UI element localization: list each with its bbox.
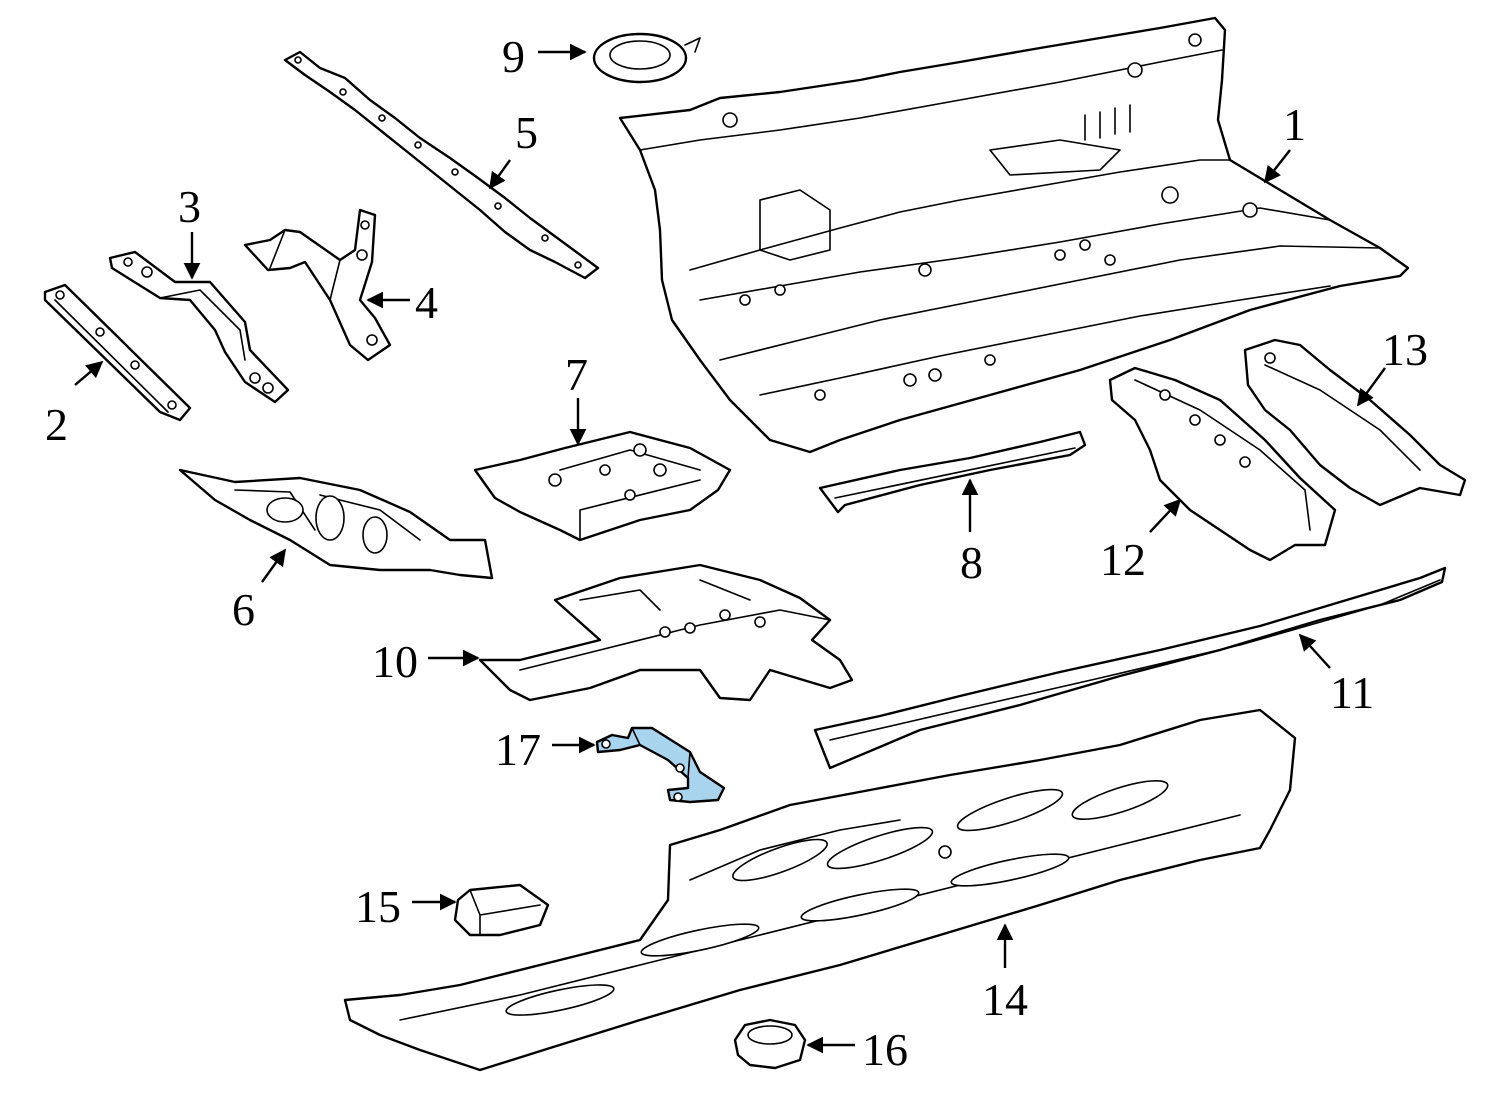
leader-5 [489,159,511,190]
callout-10: 10 [372,636,418,687]
callout-15: 15 [355,881,401,932]
leader-lines [74,43,1386,1054]
callout-13: 13 [1382,324,1428,375]
leader-12 [1149,498,1182,533]
part-6-floor-section[interactable] [178,468,494,580]
part-5-reinforcement-strip[interactable] [283,50,600,280]
callout-17: 17 [495,724,541,775]
callout-3: 3 [178,181,201,232]
part-14-underbody-panel[interactable] [343,708,1297,1072]
part-2-bracket[interactable] [43,283,192,422]
callout-2: 2 [45,399,68,450]
callout-9: 9 [502,31,525,82]
callout-6: 6 [232,584,255,635]
callout-7: 7 [565,349,588,400]
callout-14: 14 [982,974,1028,1025]
part-16-plug[interactable] [733,1018,807,1070]
leader-1 [1263,149,1291,184]
callout-4: 4 [415,277,438,328]
callout-12: 12 [1100,534,1146,585]
part-17-bracket[interactable] [595,726,726,804]
callout-1: 1 [1283,99,1306,150]
part-13-rail[interactable] [1243,338,1467,507]
callout-labels: 1 2 3 4 5 6 7 8 9 10 11 12 13 14 15 16 1… [45,31,1428,1075]
callout-5: 5 [515,107,538,158]
part-8-crossmember[interactable] [818,430,1087,514]
part-4-bracket[interactable] [243,208,392,362]
leader-13 [1357,367,1386,407]
part-10-floor-section[interactable] [478,563,854,702]
callout-8: 8 [960,537,983,588]
part-12-rail[interactable] [1108,366,1337,562]
callout-16: 16 [862,1024,908,1075]
callout-11: 11 [1330,667,1374,718]
part-9-plug[interactable] [592,32,701,84]
leader-6 [261,548,286,583]
part-1-floor-pan[interactable] [618,16,1410,454]
part-7-floor-panel[interactable] [473,430,732,542]
leader-2 [74,360,104,386]
part-15-clip[interactable] [453,883,550,937]
leader-11 [1298,633,1331,669]
part-3-bracket[interactable] [108,250,290,404]
part-11-rocker-panel[interactable] [813,566,1447,770]
